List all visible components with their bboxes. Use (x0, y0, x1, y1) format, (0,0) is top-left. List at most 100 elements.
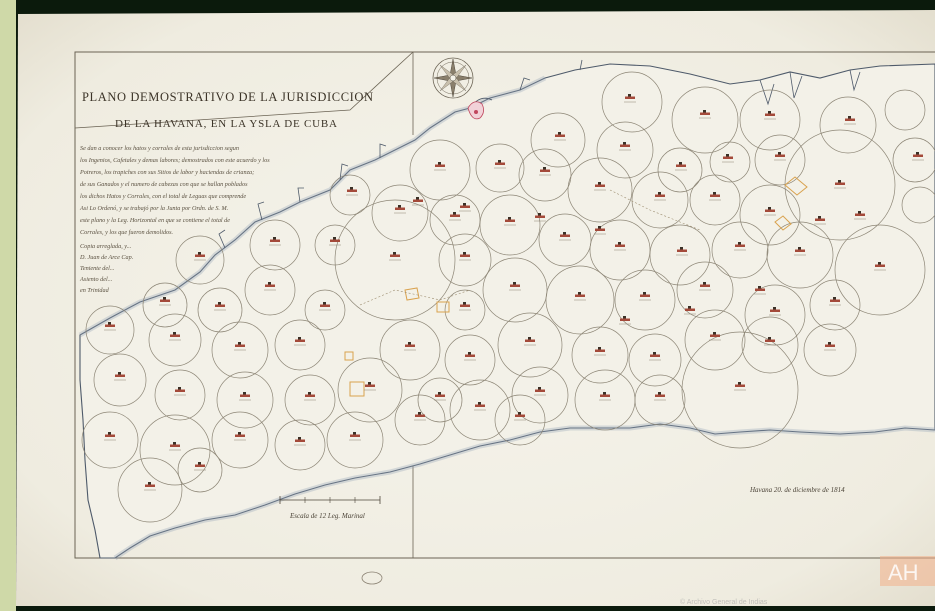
jurisdiction-circle (596, 121, 654, 179)
jurisdiction-circle (803, 323, 857, 377)
jurisdiction-circle (329, 174, 371, 216)
jurisdiction-circle (337, 357, 403, 423)
map-border (74, 51, 935, 559)
title-cartouche-line (74, 51, 414, 129)
jurisdiction-circle (475, 143, 525, 193)
settlement-marker-icon (699, 282, 711, 291)
settlement-marker-icon (534, 387, 546, 396)
jurisdiction-circle (216, 371, 274, 429)
jurisdiction-circle (901, 186, 935, 224)
jurisdiction-circle (449, 379, 511, 441)
description-line: este plano y la Leg. Horizontal en que s… (80, 217, 230, 224)
settlement-marker-icon (364, 382, 376, 391)
jurisdiction-circle (139, 414, 211, 486)
jurisdiction-circle (304, 289, 346, 331)
jurisdiction-circle (479, 194, 541, 256)
settlement-marker-icon (494, 160, 506, 169)
side-note-line: Teniente del... (80, 265, 114, 272)
settlement-marker-icon (844, 116, 856, 125)
settlement-marker-icon (699, 110, 711, 119)
settlement-marker-icon (619, 142, 631, 151)
settlement-marker-icon (764, 207, 776, 216)
settlement-marker-icon (459, 203, 471, 212)
south-coast-shading (113, 421, 935, 561)
jurisdiction-circle (545, 265, 615, 335)
jurisdiction-circle (766, 221, 834, 289)
description-line: los Ingenios, Cafetales y demas labores;… (80, 157, 270, 164)
settlement-marker-icon (874, 262, 886, 271)
settlement-marker-icon (654, 192, 666, 201)
settlement-marker-icon (234, 342, 246, 351)
havana-harbour (467, 101, 484, 120)
settlement-marker-icon (829, 297, 841, 306)
jurisdiction-circle (394, 394, 446, 446)
left-scanner-strip (0, 0, 16, 611)
settlement-marker-icon (412, 197, 424, 206)
settlement-marker-icon (346, 187, 358, 196)
jurisdiction-circle (497, 312, 563, 378)
jurisdiction-circle (274, 419, 326, 471)
settlement-marker-icon (722, 154, 734, 163)
jurisdiction-circle (739, 89, 801, 151)
settlement-marker-icon (794, 247, 806, 256)
settlement-marker-icon (614, 242, 626, 251)
jurisdiction-circle (371, 184, 429, 242)
property-plots (344, 176, 808, 397)
settlement-marker-icon (676, 247, 688, 256)
side-note-line: Copia arreglada, y... (80, 243, 131, 250)
jurisdiction-circle (518, 148, 572, 202)
side-note-line: D. Juan de Arce Cap. (79, 254, 133, 261)
watermark-logo (880, 556, 935, 586)
settlement-marker-icon (404, 342, 416, 351)
jurisdiction-circle (444, 334, 496, 386)
jurisdiction-circle (601, 71, 663, 133)
description-line: de sus Ganados y el numero de cabezas co… (80, 181, 248, 188)
settlement-marker-icon (234, 432, 246, 441)
settlement-marker-icon (169, 332, 181, 341)
jurisdiction-circle (326, 411, 384, 469)
settlement-marker-icon (624, 94, 636, 103)
jurisdiction-circle (819, 96, 877, 154)
settlement-marker-icon (709, 192, 721, 201)
date-signature: Havana 20. de diciembre de 1814 (749, 486, 845, 494)
jurisdiction-circle (117, 457, 183, 523)
jurisdiction-circle (93, 353, 147, 407)
jurisdiction-circle (482, 257, 548, 323)
jurisdiction-circle (681, 331, 799, 449)
jurisdiction-circle (614, 269, 676, 331)
settlement-marker-icon (269, 237, 281, 246)
jurisdiction-circle (754, 134, 806, 186)
settlement-marker-icon (304, 392, 316, 401)
jurisdiction-circles (81, 71, 935, 523)
jurisdiction-circle (834, 224, 926, 316)
settlement-marker-icon (434, 392, 446, 401)
jurisdiction-circle (892, 137, 935, 183)
scale-bar (279, 496, 381, 504)
jurisdiction-circle (671, 86, 739, 154)
jurisdiction-circle (175, 235, 225, 285)
jurisdiction-circle (530, 112, 586, 168)
map-title-line2: DE LA HAVANA, EN LA YSLA DE CUBA (115, 118, 338, 130)
settlement-marker-icon (394, 205, 406, 214)
jurisdiction-circle (274, 319, 326, 371)
settlement-marker-icon (834, 180, 846, 189)
settlement-marker-icon (754, 286, 766, 295)
settlement-marker-icon (509, 282, 521, 291)
jurisdiction-circle (211, 321, 269, 379)
jurisdiction-circle (589, 219, 651, 281)
settlement-marker-icon (675, 162, 687, 171)
settlement-marker-icon (764, 111, 776, 120)
description-line: Corrales, y los que fueron demolidos. (80, 229, 173, 236)
settlement-marker-icon (514, 412, 526, 421)
settlement-marker-icon (539, 167, 551, 176)
settlement-marker-icon (524, 337, 536, 346)
jurisdiction-circle (142, 282, 188, 328)
settlement-marker-icon (912, 152, 924, 161)
copyright-text: © Archivo General de Indias (680, 598, 768, 606)
jurisdiction-circle (689, 174, 741, 226)
side-note-line: en Trinidad (80, 287, 110, 294)
jurisdiction-circle (631, 171, 689, 229)
settlement-marker-icon (619, 316, 631, 325)
